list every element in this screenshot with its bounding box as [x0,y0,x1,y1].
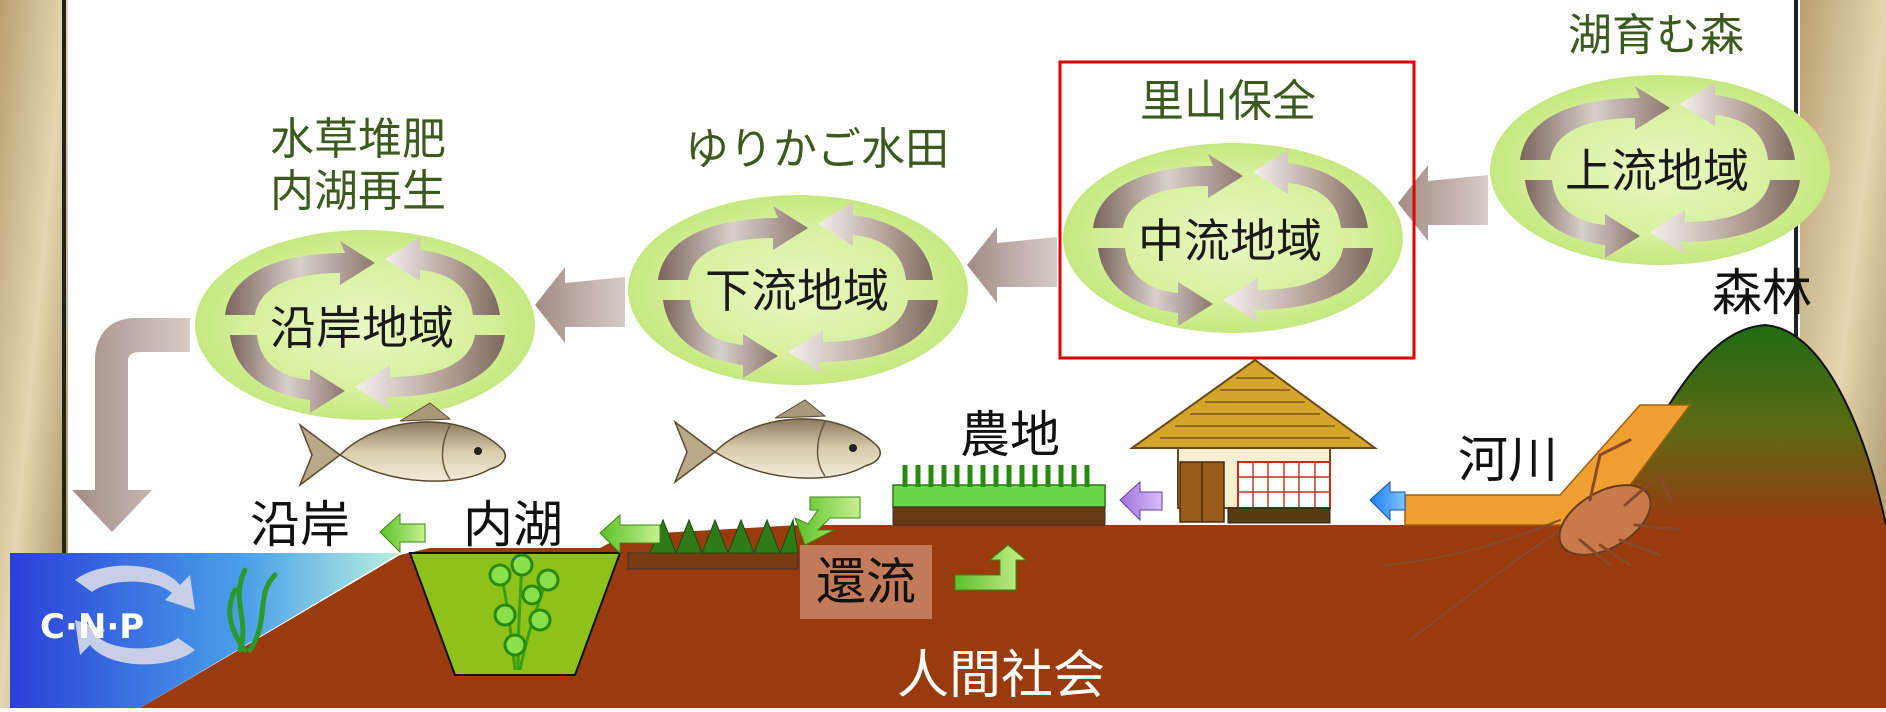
label-farmland: 農地 [960,406,1060,464]
label-cycle-coast: 沿岸地域 [270,301,454,355]
label-satoyama: 里山保全 [1140,76,1316,127]
label-cycle-down: 下流地域 [705,264,889,318]
label-compost: 水草堆肥 [270,114,446,165]
label-return-flow: 還流 [800,545,932,619]
farmland-field [892,484,1106,508]
label-inner-lake: 内湖 [463,496,563,554]
label-cradle-paddy: ゆりかご水田 [685,124,949,175]
label-cycle-mid: 中流地域 [1138,214,1322,268]
label-inner-lake-regen: 内湖再生 [270,166,446,217]
cnp-logo [75,565,195,665]
flow-arrow-icon-1 [535,267,625,343]
flow-arrow-icon-3 [1398,165,1488,241]
green-arrow-icon-2 [379,512,426,554]
label-human-society: 人間社会 [897,646,1106,706]
crayfish-icon [1384,438,1682,641]
label-forest: 森林 [1712,264,1812,322]
crop-rows [902,465,1090,487]
purple-arrow-icon [1119,480,1163,522]
label-cycle-up: 上流地域 [1565,144,1749,198]
aquatic-plant-icon [488,553,560,671]
seaweed-icon [227,567,278,653]
blue-arrow-icon [1369,480,1406,522]
green-arrow-icon-3 [794,496,861,546]
forest-mountain [1600,325,1886,525]
label-lake-forest: 湖育む森 [1568,10,1744,61]
logo-text: C·N·P [40,607,145,647]
return-arrow-icon [72,318,190,532]
house-icon [1128,358,1379,524]
flow-arrow-icon-2 [967,227,1057,303]
green-arrow-icon-1 [599,513,661,555]
label-coast: 沿岸 [250,496,350,554]
paddy-strip [627,552,799,570]
green-arrow-icon-4 [954,544,1028,591]
fish-icon-2 [674,399,881,483]
coastal-water [10,553,400,708]
label-river: 河川 [1458,431,1558,489]
highlight-frame [1058,60,1416,360]
